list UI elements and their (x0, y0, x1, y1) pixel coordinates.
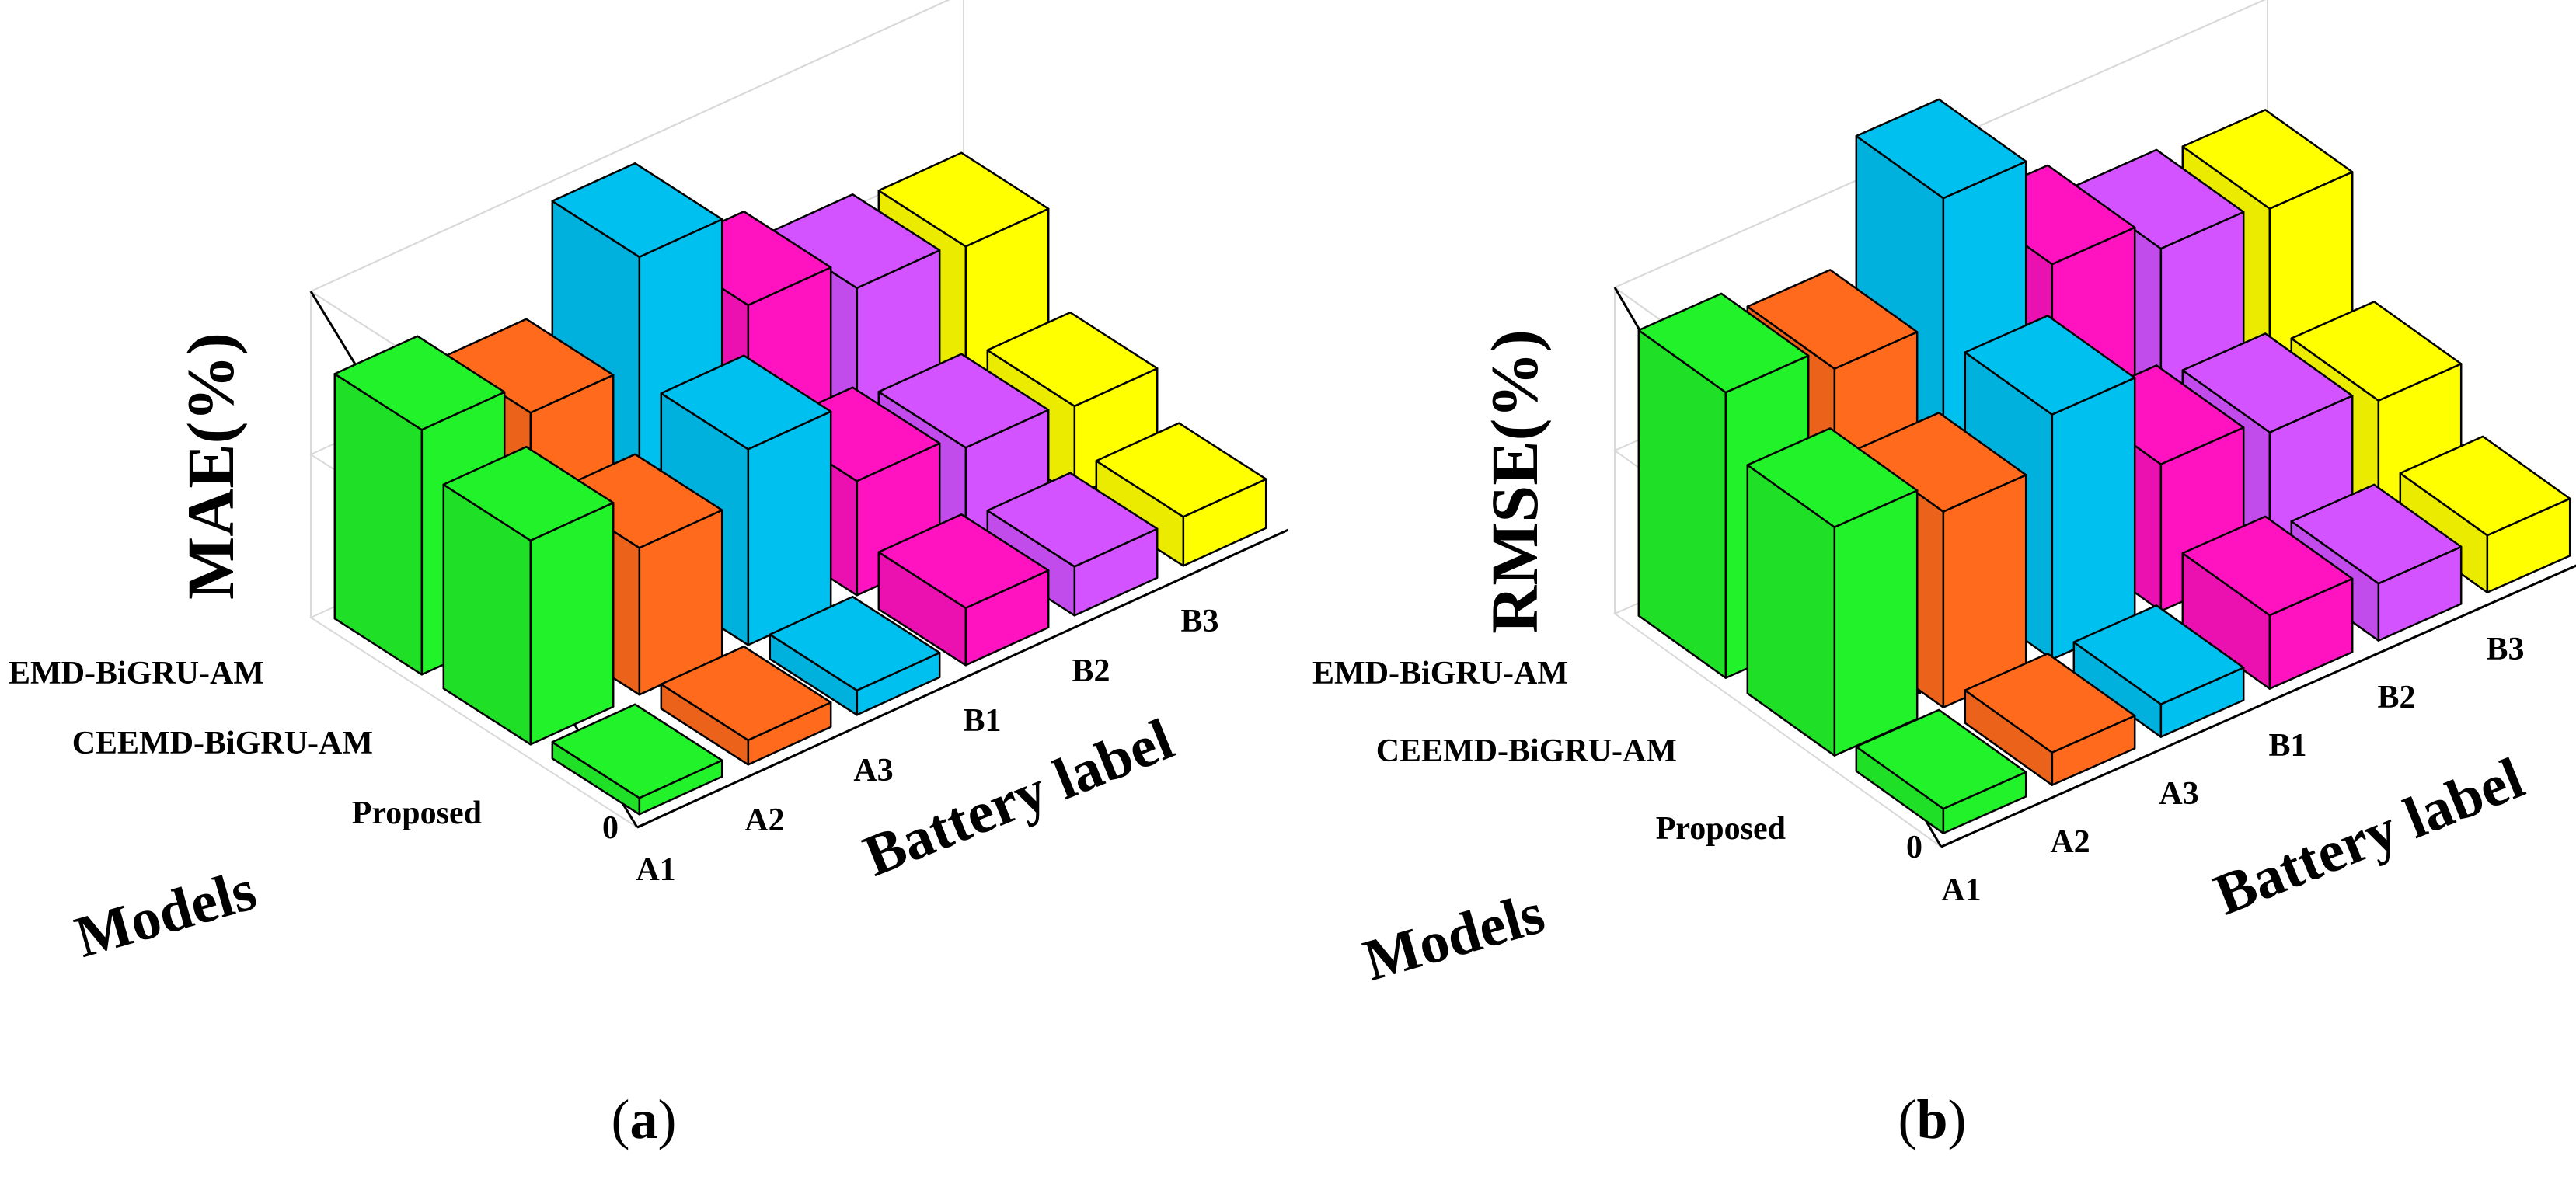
bars (333, 151, 1267, 816)
bar-ceemd-bigru-am-a1 (442, 445, 615, 746)
panel-label-b: (b) (1898, 1088, 1967, 1150)
z-tick-mark (1940, 841, 1953, 848)
x-tick-label-a3: A3 (2159, 776, 2198, 812)
bar-proposed-a1 (551, 703, 723, 816)
bar-proposed-b3 (2399, 435, 2571, 593)
bar-proposed-a1 (1855, 708, 2027, 834)
z-tick-label: 0 (602, 810, 619, 846)
z-tick-mark (636, 821, 649, 829)
x-axis-line (636, 528, 1288, 829)
x-tick-label-b1: B1 (2268, 728, 2306, 764)
x-axis-title: Battery label (855, 706, 1182, 889)
x-axis-title: Battery label (2205, 745, 2532, 928)
y-axis-title: Models (1357, 880, 1551, 994)
x-tick-label-a1: A1 (636, 852, 675, 888)
bar-proposed-b1 (877, 513, 1050, 667)
x-axis-line (1940, 564, 2576, 848)
z-axis-title: RMSE(%) (1477, 329, 1552, 634)
x-tick-label-b2: B2 (1072, 653, 1110, 689)
bar-proposed-b1 (2181, 515, 2354, 690)
mae-chart-panel: 024A1A2A3B1B2B3EMD-BiGRU-AMCEEMD-BiGRU-A… (9, 0, 1288, 1150)
mae-3d-bar-chart: 024A1A2A3B1B2B3EMD-BiGRU-AMCEEMD-BiGRU-A… (9, 0, 1288, 970)
y-tick-label-emd-bigru-am: EMD-BiGRU-AM (1312, 656, 1568, 691)
y-tick-label-ceemd-bigru-am: CEEMD-BiGRU-AM (72, 726, 373, 761)
bar-proposed-a3 (769, 595, 941, 716)
y-tick-label-emd-bigru-am: EMD-BiGRU-AM (9, 656, 264, 691)
x-tick-label-b1: B1 (963, 703, 1001, 739)
bar-ceemd-bigru-am-a1 (1746, 427, 1919, 757)
y-tick-label-ceemd-bigru-am: CEEMD-BiGRU-AM (1376, 733, 1677, 769)
y-axis-title: Models (68, 857, 263, 970)
bar-proposed-b2 (986, 472, 1159, 617)
x-tick-label-b3: B3 (2486, 632, 2524, 667)
z-tick-label: 0 (1906, 830, 1922, 865)
rmse-3d-bar-chart: 024A1A2A3B1B2B3EMD-BiGRU-AMCEEMD-BiGRU-A… (1312, 0, 2576, 994)
panel-label-a: (a) (611, 1088, 677, 1150)
x-tick-label-b2: B2 (2377, 680, 2415, 715)
bar-proposed-a2 (660, 645, 832, 766)
x-tick-label-a1: A1 (1941, 872, 1981, 908)
y-tick-label-proposed: Proposed (352, 795, 482, 831)
y-tick-label-proposed: Proposed (1656, 811, 1786, 847)
x-tick-label-a2: A2 (744, 802, 784, 838)
x-tick-label-a2: A2 (2050, 824, 2090, 860)
x-tick-label-a3: A3 (853, 753, 893, 788)
bar-proposed-a2 (1964, 653, 2136, 786)
bar-proposed-b3 (1095, 422, 1267, 567)
rmse-chart-panel: 024A1A2A3B1B2B3EMD-BiGRU-AMCEEMD-BiGRU-A… (1288, 0, 2576, 1180)
bars (1637, 98, 2571, 834)
z-axis-title: MAE(%) (173, 332, 248, 600)
x-tick-label-b3: B3 (1180, 604, 1218, 639)
